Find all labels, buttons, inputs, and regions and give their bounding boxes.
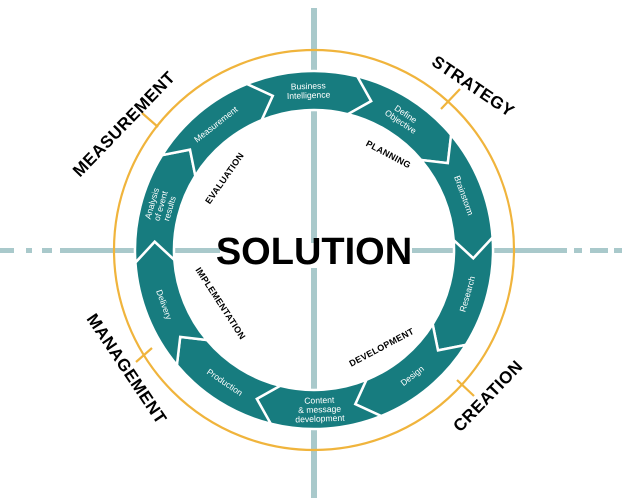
axis-dashes-right [574, 248, 622, 253]
outer-ring-ticks [135, 88, 475, 397]
cycle-step-label-content-message-development: Content& messagedevelopment [295, 394, 346, 424]
phase-label-implementation: IMPLEMENTATION [193, 265, 247, 341]
cycle-step-label-business-intelligence: BusinessIntelligence [286, 80, 330, 101]
cycle-step-label-line: development [295, 413, 345, 425]
quadrant-label-strategy: STRATEGY [428, 52, 518, 121]
center-solution-label: SOLUTION [216, 231, 412, 273]
outer-gold-ring [112, 48, 516, 452]
axis-dashes-left [0, 248, 52, 253]
axis-vertical-bottom [311, 268, 317, 498]
cycle-ring: BusinessIntelligenceDefineObjectiveBrain… [133, 69, 495, 431]
quadrant-label-creation: CREATION [449, 357, 526, 436]
cycle-step-measurement [159, 82, 275, 180]
phase-label-evaluation: EVALUATION [203, 151, 246, 206]
cycle-step-label-line: Business [291, 80, 326, 91]
axis-vertical-top [311, 8, 317, 243]
cycle-step-label-line: Intelligence [287, 89, 331, 101]
cycle-step-label-line: & message [298, 404, 342, 416]
cycle-step-label-line: Content [304, 395, 335, 406]
